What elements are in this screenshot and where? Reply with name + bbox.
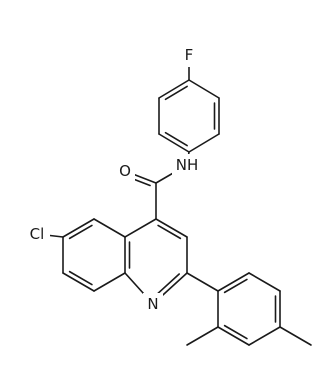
bond-C4-C3-double: [157, 224, 182, 240]
bond-C8-C8a: [93, 272, 126, 292]
bond-C4-C3: [155, 218, 188, 238]
fluorine-label: F: [185, 46, 194, 64]
bond-layer: [36, 54, 312, 346]
bond-a3-a4: [188, 133, 220, 153]
bond-C2-N-double: [153, 273, 181, 298]
bond-a4-a5: [158, 133, 190, 153]
bond-C2-p1: [186, 272, 219, 292]
bond-C4a-C4: [124, 218, 157, 238]
carbonyl-oxygen-label-bg: [115, 160, 135, 182]
bond-p2-p3: [248, 272, 281, 292]
bond-C5-C6-double: [68, 224, 93, 240]
amide-nh-label-bg: [172, 154, 202, 176]
bond-a6-a1: [158, 79, 190, 99]
quinoline-nitrogen-label: N: [147, 295, 158, 313]
bond-p1-p2-double: [223, 278, 248, 294]
bond-a1-a2: [188, 79, 220, 99]
atom-label-layer: F NH O Cl N: [24, 45, 202, 315]
bond-p5-p6-double: [223, 324, 248, 340]
bond-p5-p6: [217, 326, 250, 346]
bond-C4a-C5: [93, 218, 126, 238]
fluorine-label-bg: [180, 45, 196, 67]
bond-C7-C8: [62, 272, 95, 292]
chlorine-label-bg: [24, 224, 50, 246]
bond-a4-a5-double: [164, 131, 188, 147]
bond-C5-C6: [62, 218, 95, 238]
bond-p4-m4: [279, 326, 312, 346]
bond-a6-a1-double: [164, 85, 188, 101]
bond-p1-p2: [217, 272, 250, 292]
chlorine-label: Cl: [30, 225, 45, 243]
bond-p6-m2: [186, 326, 219, 346]
bond-p4-p5: [248, 326, 281, 346]
bond-C7-C8-double: [68, 270, 93, 286]
amide-nh-label: NH: [176, 156, 199, 174]
carbonyl-oxygen-label: O: [119, 162, 131, 180]
quinoline-nitrogen-label-bg: [143, 293, 163, 315]
